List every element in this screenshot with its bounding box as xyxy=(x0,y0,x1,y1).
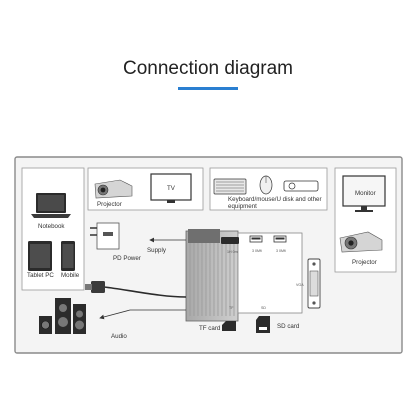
peripherals-label-line2: equipment xyxy=(228,203,257,210)
tablet-icon xyxy=(28,241,52,271)
tablet-pc-label: Tablet PC xyxy=(27,272,54,279)
projector-right-icon xyxy=(339,231,383,253)
vga-connector-icon xyxy=(307,258,321,309)
projector-right-label: Projector xyxy=(352,259,377,266)
tf-card-label: TF card xyxy=(199,325,221,332)
mouse-icon xyxy=(259,175,273,195)
title-underline xyxy=(178,87,238,90)
sd-card-icon xyxy=(256,316,270,333)
hdmi-port-label: 1H 0m xyxy=(227,250,238,254)
usb-port-1 xyxy=(249,235,263,243)
notebook-label: Notebook xyxy=(38,223,65,230)
usb-port-2 xyxy=(273,235,287,243)
tf-card-icon xyxy=(222,321,236,331)
tv-icon xyxy=(150,173,192,203)
power-adapter-icon xyxy=(90,222,120,250)
pd-power-label: PD Power xyxy=(113,255,141,262)
usb-c-cable xyxy=(85,281,187,298)
vga-port-label: VGA xyxy=(296,283,304,287)
projector-icon xyxy=(94,179,133,199)
tf-port-label: TF xyxy=(229,306,234,310)
mobile-icon xyxy=(61,241,75,271)
audio-label: Audio xyxy=(111,333,127,340)
usb1-port-label: 3 0Mfi xyxy=(252,249,262,253)
hdmi-port xyxy=(221,237,239,244)
supply-label: Supply xyxy=(147,247,167,254)
monitor-label: Monitor xyxy=(355,190,376,197)
usb2-port-label: 3 0Mfi xyxy=(276,249,286,253)
mobile-label: Mobile xyxy=(61,272,80,279)
sd-port-label: SD xyxy=(261,306,266,310)
notebook-icon xyxy=(31,193,71,218)
keyboard-icon xyxy=(213,178,247,195)
projector-label: Projector xyxy=(97,201,122,208)
audio-arrow xyxy=(99,309,186,320)
diagram-title: Connection diagram xyxy=(122,58,294,79)
peripherals-label-line1: Keyboard/mouse/U disk and other xyxy=(228,196,322,203)
sd-card-label: SD card xyxy=(277,323,300,330)
speakers-icon xyxy=(39,298,86,334)
monitor-icon xyxy=(342,175,386,212)
tv-label: TV xyxy=(167,185,176,192)
usb-disk-icon xyxy=(283,180,319,192)
usb-c-hub xyxy=(185,229,303,322)
